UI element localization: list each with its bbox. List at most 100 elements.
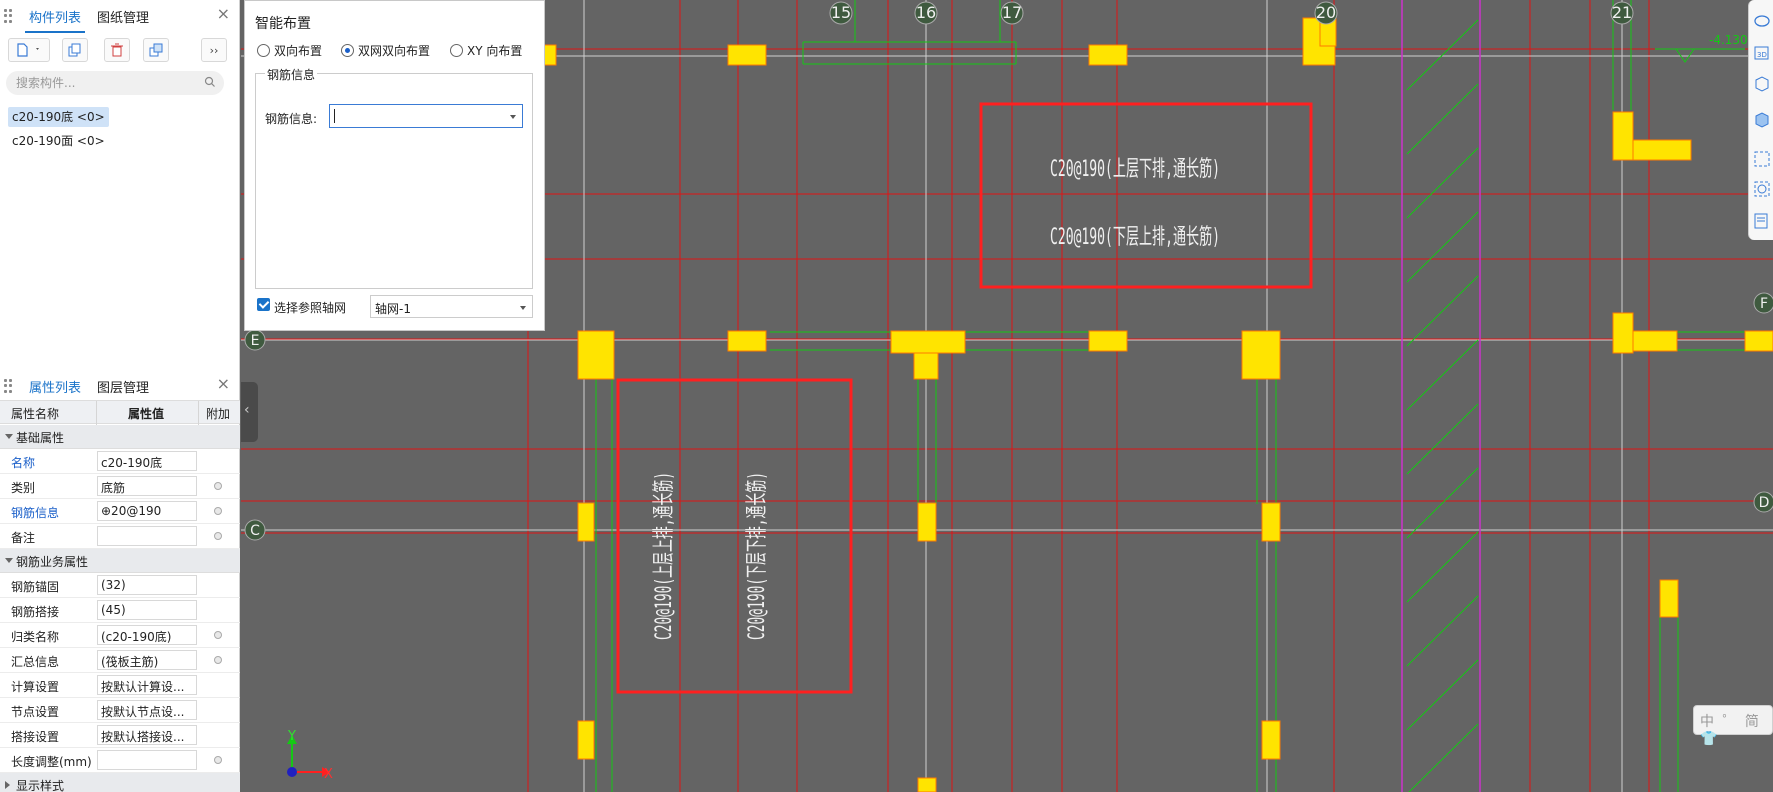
- axis-label: E: [251, 333, 260, 349]
- close-icon[interactable]: ×: [216, 4, 230, 23]
- axis-label: 15: [831, 3, 851, 22]
- new-component-button[interactable]: [8, 38, 50, 62]
- column-block: [917, 502, 937, 542]
- ime-status-bar[interactable]: 中 ゜ 简 👕: [1693, 705, 1773, 747]
- axis-bubble: [914, 1, 938, 25]
- extra-toggle[interactable]: [214, 656, 222, 664]
- properties-icon[interactable]: [1753, 212, 1771, 230]
- axis-label: 16: [916, 3, 936, 22]
- 3d-icon[interactable]: 3D: [1753, 44, 1771, 62]
- property-row[interactable]: 长度调整(mm): [0, 748, 240, 773]
- box-view-icon[interactable]: [1753, 74, 1771, 92]
- radio-double-net-two-way[interactable]: 双网双向布置: [341, 42, 430, 59]
- tab-property-list[interactable]: 属性列表: [24, 377, 86, 403]
- close-icon[interactable]: ×: [216, 374, 230, 393]
- extra-toggle[interactable]: [214, 482, 222, 490]
- elevation-marker: -4.130: [1655, 33, 1748, 63]
- property-row[interactable]: 钢筋锚固(32): [0, 573, 240, 598]
- property-row[interactable]: 钢筋搭接(45): [0, 598, 240, 623]
- axis-bubble: [1753, 491, 1773, 513]
- column-block: [1632, 139, 1692, 161]
- property-row[interactable]: 类别底筋: [0, 474, 240, 499]
- more-button[interactable]: ››: [201, 38, 227, 62]
- expand-triangle-icon: [5, 781, 10, 789]
- column-extra: 附加: [206, 407, 231, 421]
- extra-toggle[interactable]: [214, 532, 222, 540]
- drag-grip-icon[interactable]: [4, 9, 12, 23]
- property-table-header: 属性名称 属性值 附加: [0, 400, 240, 425]
- component-item[interactable]: c20-190底 <0>: [8, 107, 109, 127]
- property-group[interactable]: 显示样式: [0, 773, 240, 792]
- property-row[interactable]: 计算设置按默认计算设...: [0, 673, 240, 698]
- extra-toggle[interactable]: [214, 756, 222, 764]
- svg-text:Y: Y: [287, 729, 296, 744]
- delete-component-button[interactable]: [104, 38, 130, 62]
- search-input[interactable]: [16, 74, 196, 92]
- hatch-line: [1406, 659, 1479, 731]
- property-row[interactable]: 备注: [0, 524, 240, 549]
- svg-text:X: X: [324, 767, 333, 782]
- hatch-line: [1406, 275, 1479, 347]
- component-tabbar: 构件列表 图纸管理 ×: [0, 0, 240, 33]
- hatch-line: [1406, 211, 1479, 283]
- column-value: 属性值: [128, 407, 165, 421]
- group-legend: 钢筋信息: [265, 66, 318, 83]
- hatch-line: [1406, 147, 1479, 219]
- radio-two-way[interactable]: 双向布置: [257, 42, 322, 59]
- hatch-line: [1406, 467, 1479, 539]
- property-row[interactable]: 钢筋信息⊕20@190: [0, 499, 240, 524]
- axis-label: 17: [1002, 3, 1022, 22]
- copy-component-button[interactable]: [62, 38, 88, 62]
- radio-circle[interactable]: [450, 44, 463, 57]
- rebar-info-combobox[interactable]: [329, 104, 523, 128]
- radio-circle[interactable]: [257, 44, 270, 57]
- column-block: [1632, 330, 1678, 352]
- rebar-text-2b: C20@190(下层下排,通长筋): [745, 472, 770, 640]
- rebar-box-1[interactable]: [979, 102, 1313, 289]
- property-row[interactable]: 归类名称(c20-190底): [0, 623, 240, 648]
- property-group[interactable]: 钢筋业务属性: [0, 549, 240, 573]
- column-block: [1659, 579, 1679, 618]
- drag-grip-icon[interactable]: [4, 379, 12, 393]
- tab-component-list[interactable]: 构件列表: [24, 7, 86, 33]
- column-block: [1261, 502, 1281, 542]
- property-row[interactable]: 节点设置按默认节点设...: [0, 698, 240, 723]
- rebar-info-group: [255, 73, 533, 289]
- axis-grid-select[interactable]: 轴网-1: [370, 295, 533, 318]
- view-cube-icon[interactable]: [1753, 12, 1771, 30]
- column-block: [890, 330, 966, 354]
- select-frame-icon[interactable]: [1753, 150, 1771, 168]
- hatch-line: [1406, 403, 1479, 475]
- extra-toggle[interactable]: [214, 631, 222, 639]
- radio-xy[interactable]: XY 向布置: [450, 42, 522, 59]
- column-block: [577, 720, 595, 760]
- column-block: [1261, 720, 1281, 760]
- extra-toggle[interactable]: [214, 507, 222, 515]
- search-icon[interactable]: [204, 76, 216, 88]
- dropdown-arrow-icon[interactable]: [510, 115, 516, 119]
- property-row[interactable]: 汇总信息(筏板主筋): [0, 648, 240, 673]
- property-group[interactable]: 基础属性: [0, 425, 240, 449]
- column-block: [1744, 330, 1773, 352]
- axis-bubble: [244, 519, 266, 541]
- reference-axis-checkbox[interactable]: [257, 298, 270, 311]
- collapse-panel-handle[interactable]: [241, 382, 258, 442]
- hatch-line: [1406, 595, 1479, 667]
- copy-to-layer-button[interactable]: [143, 38, 169, 62]
- property-row[interactable]: 搭接设置按默认搭接设...: [0, 723, 240, 748]
- new-file-icon: [17, 43, 39, 57]
- column-block: [917, 777, 937, 792]
- component-item[interactable]: c20-190面 <0>: [12, 134, 105, 148]
- column-block: [1088, 44, 1128, 66]
- hatch-line: [1406, 339, 1479, 411]
- rebar-box-2[interactable]: [616, 378, 853, 694]
- dynamic-view-icon[interactable]: [1753, 180, 1771, 198]
- tab-drawing-management[interactable]: 图纸管理: [97, 11, 150, 26]
- dropdown-arrow-icon[interactable]: [520, 306, 526, 310]
- radio-circle[interactable]: [341, 44, 354, 57]
- column-name: 属性名称: [11, 407, 60, 421]
- collapse-triangle-icon: [5, 558, 13, 563]
- solid-view-icon[interactable]: [1753, 110, 1771, 128]
- tab-layer-management[interactable]: 图层管理: [97, 381, 150, 396]
